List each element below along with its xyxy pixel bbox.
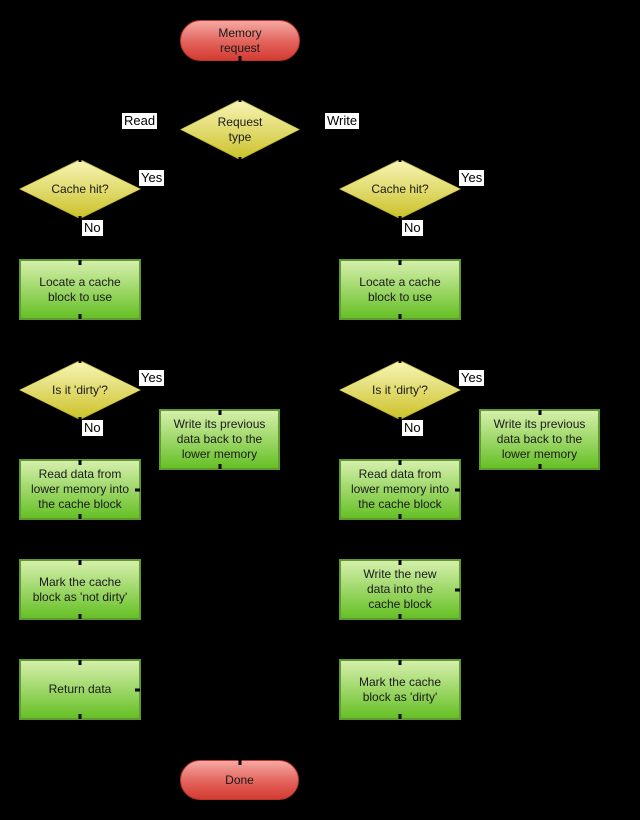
arrow-stub: [455, 588, 460, 591]
arrow-stub: [78, 158, 82, 162]
arrow-stub: [398, 314, 402, 319]
arrow-stub: [78, 359, 82, 363]
arrow-stub: [538, 464, 541, 469]
arrow-stub: [78, 417, 82, 421]
process-locate-block-read: Locate a cache block to use: [19, 259, 141, 320]
edge-label-no: No: [82, 220, 103, 236]
arrow-stub: [455, 488, 460, 491]
decision-request-type: Request type: [180, 98, 300, 161]
arrow-stub: [398, 514, 402, 519]
node-memory-request: Memory request: [180, 20, 300, 61]
arrow-stub: [398, 460, 402, 465]
node-label: Locate a cache block to use: [359, 274, 441, 304]
edge-label-yes: Yes: [459, 170, 485, 186]
arrow-stub: [238, 56, 242, 61]
arrow-stub: [78, 614, 82, 619]
arrow-stub: [78, 460, 82, 465]
node-label: Write its previous data back to the lowe…: [173, 417, 266, 461]
arrow-stub: [238, 760, 241, 765]
arrow-stub: [398, 216, 402, 220]
decision-cache-hit-read: Cache hit?: [19, 158, 141, 220]
arrow-stub: [238, 157, 242, 161]
decision-cache-hit-write: Cache hit?: [339, 158, 461, 220]
edge-label-no: No: [402, 420, 423, 436]
edge-label-no: No: [82, 420, 103, 436]
node-label: Read data from lower memory into the cac…: [30, 467, 130, 511]
node-label: Cache hit?: [371, 181, 429, 196]
node-label: Done: [225, 772, 254, 787]
node-label: Return data: [48, 682, 112, 696]
arrow-stub: [238, 98, 242, 102]
process-read-lower-write: Read data from lower memory into the cac…: [339, 459, 461, 520]
decision-is-dirty-read: Is it 'dirty'?: [19, 359, 141, 421]
arrow-stub: [218, 410, 221, 415]
edge-label-write: Write: [325, 113, 360, 129]
arrow-stub: [78, 216, 82, 220]
arrow-stub: [78, 560, 82, 565]
arrow-stub: [538, 410, 541, 415]
arrow-stub: [398, 714, 402, 719]
arrow-stub: [398, 359, 402, 363]
arrow-stub: [78, 714, 82, 719]
arrow-stub: [78, 660, 82, 665]
edge-label-read: Read: [122, 113, 158, 129]
node-label: Request type: [217, 114, 263, 144]
process-locate-block-write: Locate a cache block to use: [339, 259, 461, 320]
arrow-stub: [398, 417, 402, 421]
node-label: Mark the cache block as 'dirty': [358, 674, 442, 704]
edge-label-yes: Yes: [459, 370, 485, 386]
arrow-stub: [78, 514, 82, 519]
node-label: Write the new data into the cache block: [363, 567, 437, 611]
process-mark-not-dirty: Mark the cache block as 'not dirty': [19, 559, 141, 620]
node-label: Is it 'dirty'?: [372, 382, 428, 397]
edge-label-yes: Yes: [139, 170, 165, 186]
node-label: Memory request: [218, 25, 262, 55]
arrow-stub: [398, 158, 402, 162]
arrow-stub: [398, 660, 402, 665]
process-read-lower-read: Read data from lower memory into the cac…: [19, 459, 141, 520]
arrow-stub: [78, 314, 82, 319]
decision-is-dirty-write: Is it 'dirty'?: [339, 359, 461, 421]
arrow-stub: [78, 260, 82, 265]
node-label: Cache hit?: [51, 181, 109, 196]
process-mark-dirty: Mark the cache block as 'dirty': [339, 659, 461, 720]
arrow-stub: [218, 464, 221, 469]
node-label: Write its previous data back to the lowe…: [493, 417, 586, 461]
node-label: Is it 'dirty'?: [52, 382, 108, 397]
arrow-stub: [398, 560, 402, 565]
process-return-data: Return data: [19, 659, 141, 720]
arrow-stub: [135, 688, 140, 691]
edge-label-no: No: [402, 220, 423, 236]
arrow-stub: [398, 260, 402, 265]
arrow-stub: [398, 614, 402, 619]
edge-label-yes: Yes: [139, 370, 165, 386]
node-label: Read data from lower memory into the cac…: [350, 467, 450, 511]
node-done: Done: [180, 760, 299, 800]
process-write-back-write: Write its previous data back to the lowe…: [479, 409, 600, 470]
process-write-back-read: Write its previous data back to the lowe…: [159, 409, 280, 470]
arrow-stub: [135, 488, 140, 491]
process-write-new-data: Write the new data into the cache block: [339, 559, 461, 620]
node-label: Locate a cache block to use: [39, 274, 121, 304]
node-label: Mark the cache block as 'not dirty': [32, 574, 128, 604]
